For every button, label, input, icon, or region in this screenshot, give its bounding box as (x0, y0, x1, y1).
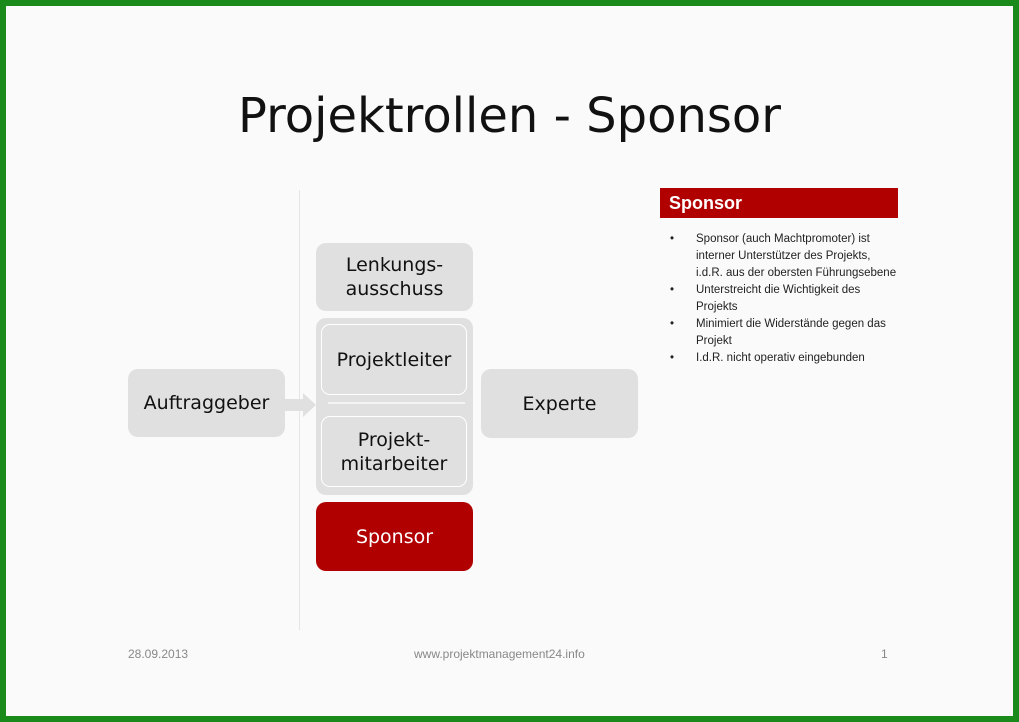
bullet-text: Sponsor (auch Machtpromoter) ist interne… (696, 233, 897, 279)
slide-title: Projektrollen - Sponsor (238, 88, 781, 144)
projektmitarbeiter-label-1: Projekt- (357, 428, 431, 451)
sidebar-header: Sponsor (660, 188, 898, 218)
lenkungsausschuss-label-2: ausschuss (345, 278, 444, 300)
sponsor-box: Sponsor (316, 502, 473, 571)
list-item: • Sponsor (auch Machtpromoter) ist inter… (670, 231, 898, 282)
auftraggeber-box: Auftraggeber (128, 369, 285, 437)
bullet-icon: • (670, 233, 675, 245)
projektleiter-label: Projektleiter (336, 348, 452, 371)
list-item: • Unterstreicht die Wichtigkeit des Proj… (670, 282, 898, 316)
projektmitarbeiter-box: Projekt- mitarbeiter (321, 416, 467, 487)
footer-page-number: 1 (881, 647, 888, 661)
team-divider (328, 402, 465, 404)
list-item: • I.d.R. nicht operativ eingebunden (670, 350, 898, 367)
lenkungsausschuss-box: Lenkungs- ausschuss (316, 243, 473, 311)
arrow-right-icon (285, 393, 316, 417)
bullet-text: I.d.R. nicht operativ eingebunden (696, 352, 865, 364)
auftraggeber-label: Auftraggeber (143, 392, 270, 414)
list-item: • Minimiert die Widerstände gegen das Pr… (670, 316, 898, 350)
experte-box: Experte (481, 369, 638, 438)
footer-url: www.projektmanagement24.info (414, 647, 585, 661)
sponsor-label: Sponsor (355, 525, 434, 548)
footer-date: 28.09.2013 (128, 647, 189, 661)
bullet-text: Unterstreicht die Wichtigkeit des Projek… (696, 284, 861, 313)
experte-label: Experte (522, 392, 597, 415)
projektmitarbeiter-label-2: mitarbeiter (340, 452, 448, 475)
sidebar-bullet-list: • Sponsor (auch Machtpromoter) ist inter… (670, 231, 898, 367)
bullet-icon: • (670, 318, 675, 330)
bullet-icon: • (670, 284, 675, 296)
projektleiter-box: Projektleiter (321, 324, 467, 395)
bullet-text: Minimiert die Widerstände gegen das Proj… (696, 318, 886, 347)
lenkungsausschuss-label-1: Lenkungs- (345, 254, 444, 276)
bullet-icon: • (670, 352, 675, 364)
